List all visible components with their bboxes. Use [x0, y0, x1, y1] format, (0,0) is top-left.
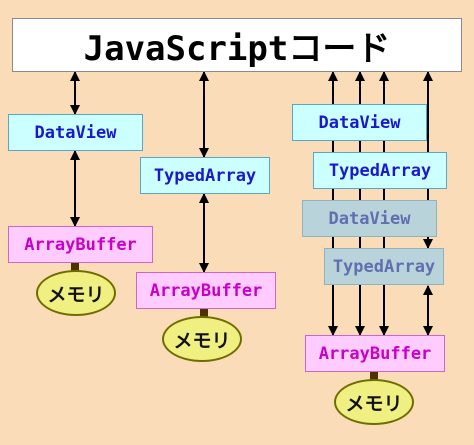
memory-connector-3 [370, 372, 378, 380]
typedarray-box-3b: TypedArray [313, 152, 447, 189]
dataview-box-3a: DataView [292, 104, 427, 141]
dataview-box-1: DataView [8, 114, 143, 151]
typedarray-box-3d: TypedArray [324, 248, 444, 285]
arraybuffer-box-1: ArrayBuffer [8, 226, 153, 263]
arraybuffer-box-3: ArrayBuffer [305, 335, 445, 372]
memory-connector-1 [71, 263, 79, 271]
javascript-code-box: JavaScriptコード [12, 18, 462, 72]
typedarray-box-2: TypedArray [140, 157, 270, 194]
memory-ellipse-3: メモリ [334, 379, 414, 425]
dataview-box-3c: DataView [302, 200, 437, 237]
arraybuffer-box-2: ArrayBuffer [136, 272, 276, 309]
memory-ellipse-2: メモリ [162, 316, 242, 362]
memory-connector-2 [200, 309, 208, 317]
memory-ellipse-1: メモリ [36, 270, 116, 316]
